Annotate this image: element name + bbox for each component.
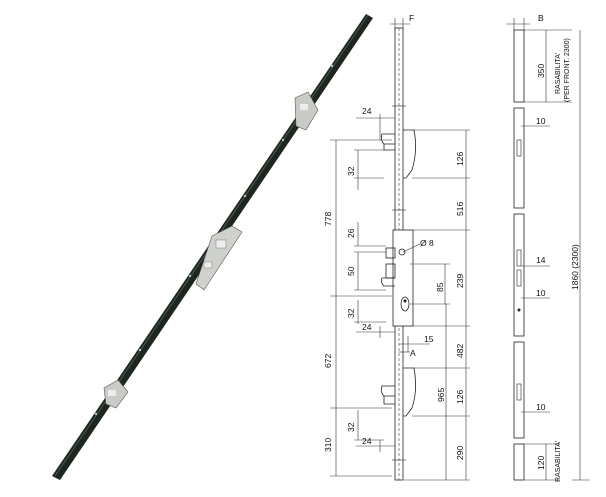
label-965: 965 [436,388,446,402]
label-32b: 32 [346,308,356,318]
label-516: 516 [455,202,465,216]
hook-bottom [403,367,416,417]
label-10a: 10 [536,116,546,126]
label-32a: 32 [346,166,356,176]
label-239: 239 [455,274,465,288]
label-10b: 10 [536,288,546,298]
label-rasabilita-2: RASABILITA' [555,441,562,482]
label-126a: 126 [455,152,465,166]
label-24c: 24 [362,436,372,446]
label-482: 482 [455,344,465,358]
label-F: F [409,13,414,23]
label-310: 310 [323,438,333,452]
label-120: 120 [536,456,546,470]
label-15: 15 [424,334,434,344]
label-B: B [538,13,544,23]
label-24b: 24 [362,322,372,332]
label-672: 672 [323,354,333,368]
label-dia8: Ø 8 [420,238,434,248]
side-view-drawing: B 350 RASABILITA' (PER FRONT. 2300) 10 1… [506,13,590,482]
label-85: 85 [435,282,445,292]
label-778: 778 [323,212,333,226]
label-1860: 1860 (2300) [570,244,580,290]
label-14: 14 [536,255,546,265]
bottom-hook [103,379,129,409]
label-126b: 126 [455,390,465,404]
label-26: 26 [346,228,356,238]
label-24a: 24 [362,106,372,116]
top-hook [294,91,319,131]
label-10c: 10 [536,402,546,412]
lock-rod-photo [52,14,373,480]
hook-top [403,129,416,179]
label-rasabilita-1: RASABILITA' [555,53,562,94]
label-350: 350 [536,64,546,78]
label-32c: 32 [346,422,356,432]
label-per-front: (PER FRONT. 2300) [564,38,571,102]
front-elevation-drawing: F 778 672 310 32 [323,13,470,481]
label-50: 50 [346,266,356,276]
label-A: A [410,348,416,358]
center-lock-case [195,225,243,291]
lock-case [392,229,414,327]
label-290: 290 [455,446,465,460]
